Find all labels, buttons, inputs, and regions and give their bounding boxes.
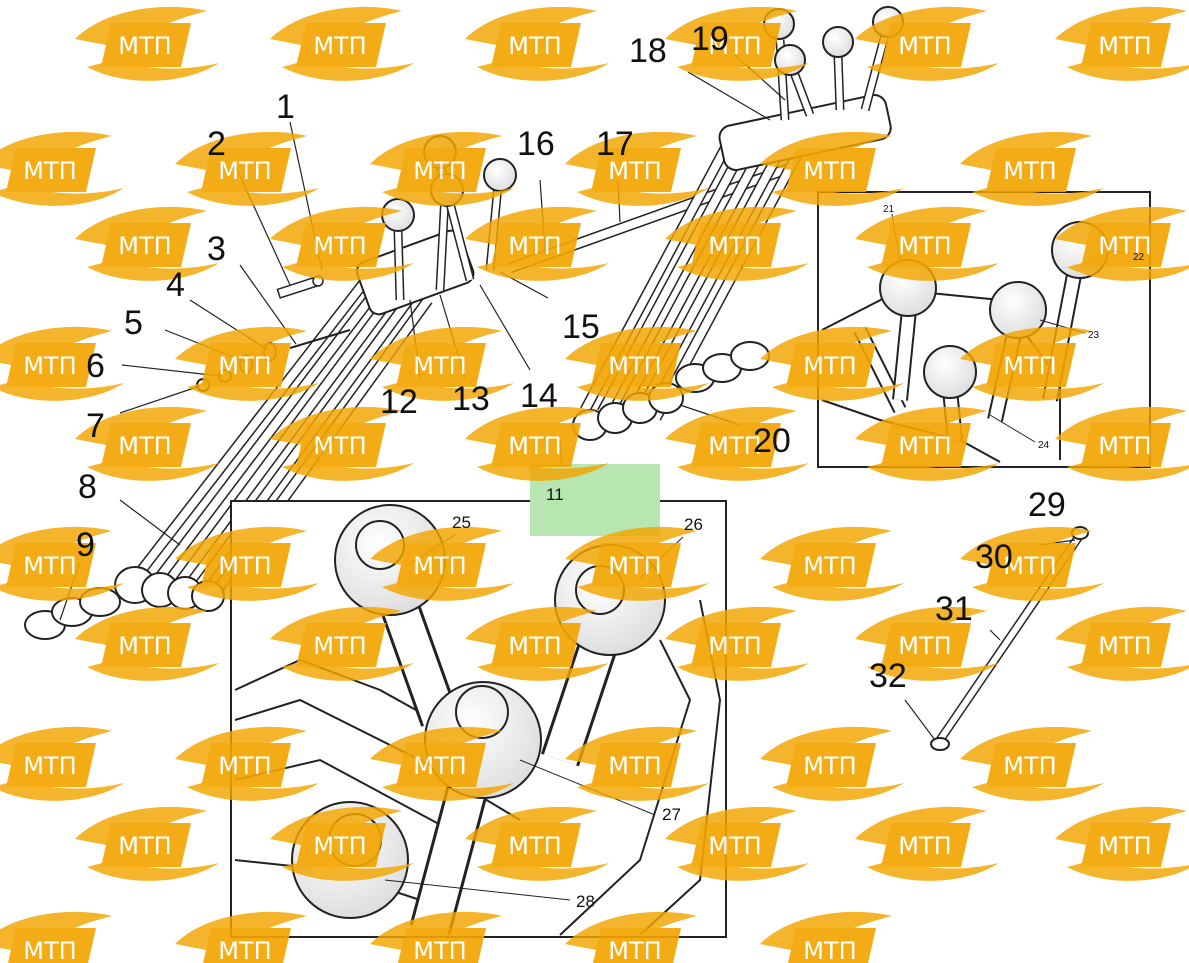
callout-12: 12 bbox=[380, 383, 418, 421]
callout-1: 1 bbox=[276, 88, 295, 126]
callout-19: 19 bbox=[691, 20, 729, 58]
callout-20: 20 bbox=[753, 422, 791, 460]
callout-2: 2 bbox=[207, 125, 226, 163]
callout-25: 25 bbox=[452, 513, 471, 532]
callout-16: 16 bbox=[517, 125, 555, 163]
callout-29: 29 bbox=[1028, 486, 1066, 524]
callout-6: 6 bbox=[86, 347, 105, 385]
callout-11: 11 bbox=[546, 485, 564, 504]
callout-3: 3 bbox=[207, 230, 226, 268]
callout-26: 26 bbox=[684, 515, 703, 534]
callout-27: 27 bbox=[662, 805, 681, 824]
callout-5: 5 bbox=[124, 304, 143, 342]
callout-28: 28 bbox=[576, 892, 595, 911]
callout-4: 4 bbox=[166, 266, 185, 304]
callout-13: 13 bbox=[452, 380, 490, 418]
callout-23: 23 bbox=[1088, 330, 1100, 341]
callout-31: 31 bbox=[935, 590, 973, 628]
callout-30: 30 bbox=[975, 538, 1013, 576]
callout-21: 21 bbox=[883, 204, 895, 215]
callout-24: 24 bbox=[1038, 440, 1050, 451]
callout-22: 22 bbox=[1133, 252, 1145, 263]
callout-7: 7 bbox=[86, 407, 105, 445]
callout-32: 32 bbox=[869, 657, 907, 695]
callout-labels: 1 2 3 4 5 6 7 8 9 11 12 13 14 15 16 17 1… bbox=[76, 20, 1145, 911]
callout-15: 15 bbox=[562, 308, 600, 346]
callout-14: 14 bbox=[520, 377, 558, 415]
callout-17: 17 bbox=[596, 125, 634, 163]
callout-18: 18 bbox=[629, 32, 667, 70]
callout-8: 8 bbox=[78, 468, 97, 506]
callout-9: 9 bbox=[76, 526, 95, 564]
